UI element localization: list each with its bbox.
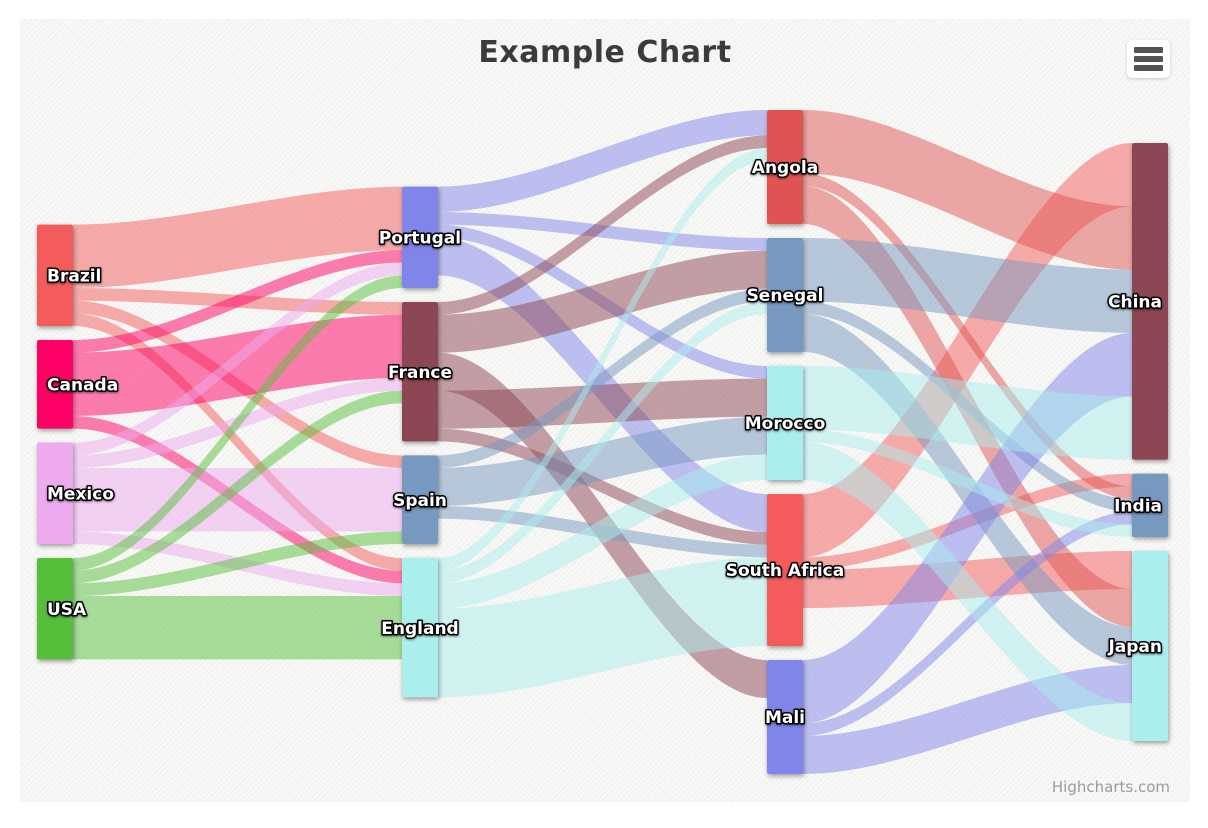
sankey-node-India[interactable] <box>1132 473 1168 537</box>
sankey-link-England-South-Africa[interactable] <box>438 557 767 698</box>
sankey-link-USA-France[interactable] <box>73 390 402 584</box>
sankey-link-France-South-Africa[interactable] <box>438 428 767 545</box>
sankey-link-Spain-Morocco[interactable] <box>438 416 767 506</box>
sankey-node-Canada[interactable] <box>37 340 73 429</box>
sankey-link-England-Senegal[interactable] <box>438 301 767 584</box>
sankey-link-Senegal-China[interactable] <box>803 238 1132 333</box>
chart-title: Example Chart <box>478 35 732 70</box>
sankey-node-South-Africa[interactable] <box>767 494 803 646</box>
sankey-node-China[interactable] <box>1132 143 1168 460</box>
sankey-link-France-Morocco[interactable] <box>438 378 767 429</box>
sankey-link-Mexico-Portugal[interactable] <box>73 262 402 456</box>
node-label-Mexico: Mexico <box>47 484 114 504</box>
node-label-Brazil: Brazil <box>47 266 101 286</box>
node-label-Japan: Japan <box>1107 637 1162 657</box>
sankey-link-Canada-Portugal[interactable] <box>73 250 402 353</box>
sankey-link-Angola-China[interactable] <box>802 110 1132 270</box>
node-label-Angola: Angola <box>752 158 818 178</box>
node-label-Morocco: Morocco <box>745 414 826 434</box>
sankey-link-England-Morocco[interactable] <box>438 454 767 609</box>
sankey-node-Mexico[interactable] <box>37 442 73 544</box>
sankey-node-Morocco[interactable] <box>767 366 803 480</box>
sankey-node-USA[interactable] <box>37 558 73 660</box>
sankey-link-USA-Portugal[interactable] <box>73 275 402 571</box>
sankey-link-USA-Spain[interactable] <box>73 531 402 596</box>
sankey-link-Mali-India[interactable] <box>803 511 1132 736</box>
sankey-link-Morocco-Japan[interactable] <box>803 442 1132 741</box>
sankey-node-Spain[interactable] <box>402 455 438 544</box>
sankey-node-France[interactable] <box>402 302 438 442</box>
sankey-link-Portugal-Angola[interactable] <box>438 110 767 212</box>
node-label-China: China <box>1108 292 1162 312</box>
sankey-link-USA-England[interactable] <box>73 596 402 660</box>
sankey-node-Portugal[interactable] <box>402 186 438 288</box>
sankey-link-France-Angola[interactable] <box>438 135 767 315</box>
context-menu-button[interactable] <box>1127 40 1170 78</box>
sankey-link-Brazil-Portugal[interactable] <box>73 186 402 288</box>
sankey-node-Brazil[interactable] <box>37 224 73 326</box>
sankey-link-Morocco-China[interactable] <box>803 366 1132 460</box>
sankey-node-England[interactable] <box>402 558 438 698</box>
node-label-Canada: Canada <box>47 375 118 395</box>
credits-link[interactable]: Highcharts.com <box>1051 778 1170 796</box>
sankey-link-France-Senegal[interactable] <box>438 250 767 353</box>
sankey-link-England-Angola[interactable] <box>438 148 767 571</box>
node-label-Mali: Mali <box>765 708 805 728</box>
node-label-Portugal: Portugal <box>379 228 461 248</box>
sankey-link-Angola-India[interactable] <box>803 173 1132 500</box>
node-label-Senegal: Senegal <box>747 286 824 306</box>
node-label-Spain: Spain <box>393 491 447 511</box>
sankey-node-Angola[interactable] <box>767 110 803 224</box>
sankey-link-Portugal-Senegal[interactable] <box>438 212 767 251</box>
hamburger-menu-icon <box>1134 47 1163 53</box>
hamburger-menu-icon <box>1134 65 1163 71</box>
node-label-France: France <box>388 363 452 383</box>
node-label-South-Africa: South Africa <box>726 561 845 581</box>
sankey-link-Spain-Senegal[interactable] <box>438 288 767 468</box>
sankey-node-Japan[interactable] <box>1132 551 1168 741</box>
node-label-USA: USA <box>47 600 87 620</box>
sankey-node-Mali[interactable] <box>767 660 803 774</box>
node-label-India: India <box>1114 496 1162 516</box>
sankey-node-Senegal[interactable] <box>767 238 803 352</box>
sankey-link-Brazil-England[interactable] <box>73 313 402 571</box>
sankey-link-Mexico-Spain[interactable] <box>73 468 402 532</box>
node-label-England: England <box>381 619 458 639</box>
sankey-link-Morocco-India[interactable] <box>803 429 1132 537</box>
hamburger-menu-icon <box>1134 56 1163 62</box>
